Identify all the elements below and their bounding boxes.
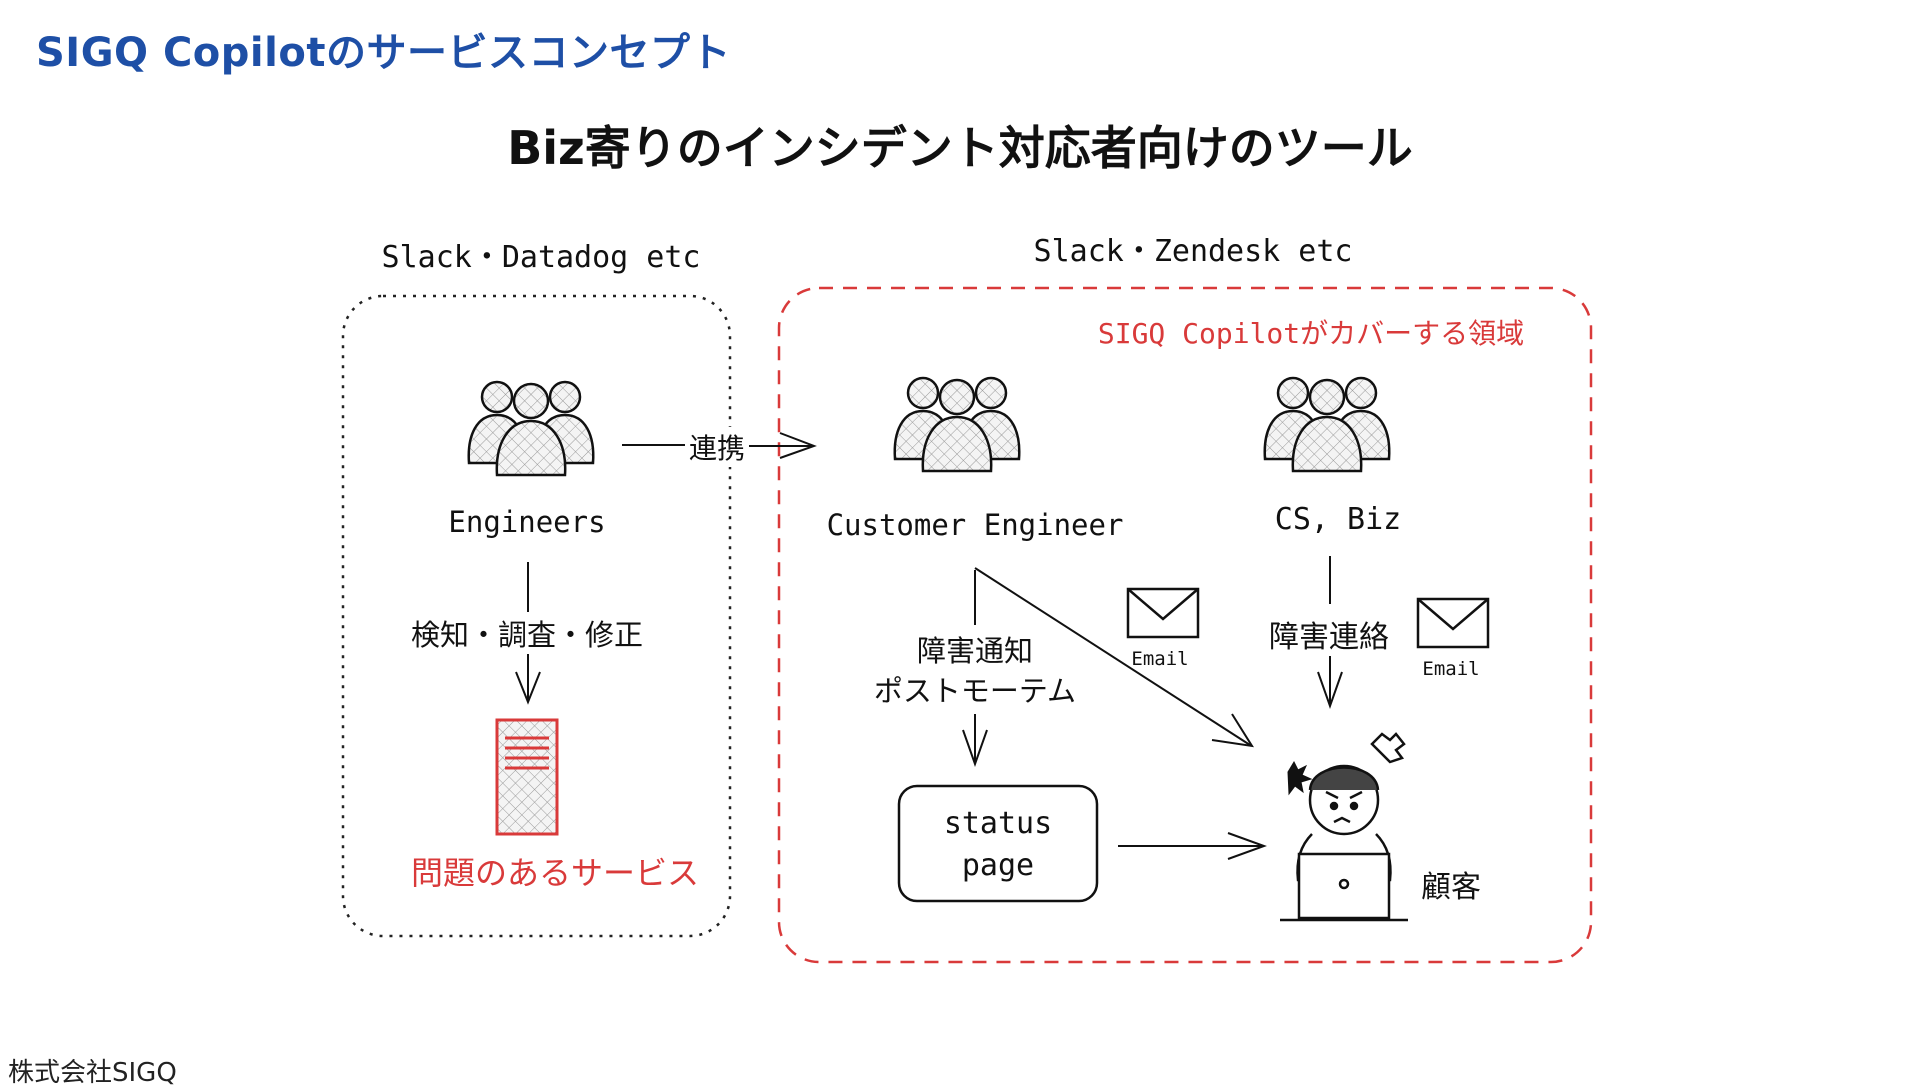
copilot-scope-box (777, 286, 1593, 964)
cs-biz-people-icon (1263, 376, 1391, 473)
customer-engineer-label: Customer Engineer (826, 508, 1124, 542)
left-tools-label: Slack・Datadog etc (381, 240, 701, 275)
engineers-label: Engineers (448, 505, 606, 539)
footer-company: 株式会社SIGQ (8, 1058, 177, 1088)
angry-customer-icon (1280, 732, 1408, 922)
link-label: 連携 (684, 427, 750, 467)
ce-down-arrow (962, 570, 988, 768)
cs-biz-label: CS, Biz (1274, 502, 1402, 537)
problem-service-icon (495, 718, 559, 836)
slide-subtitle: Biz寄りのインシデント対応者向けのツール (507, 121, 1413, 175)
email-label-1: Email (1131, 648, 1189, 670)
cs-down-arrow (1317, 556, 1343, 710)
ce-action-line2: ポストモーテム (869, 668, 1081, 710)
copilot-scope-label: SIGQ Copilotがカバーする領域 (1097, 317, 1525, 350)
ce-to-customer-arrow (974, 567, 1254, 748)
status-page-line2: page (961, 848, 1035, 883)
email-envelope-icon-1 (1126, 587, 1200, 639)
email-envelope-icon-2 (1416, 597, 1490, 649)
left-group-box (341, 294, 732, 938)
engineers-action-label: 検知・調査・修正 (404, 612, 650, 654)
customer-label: 顧客 (1421, 870, 1481, 905)
ce-action-line1: 障害通知 (912, 628, 1038, 670)
problem-service-label: 問題のあるサービス (410, 854, 700, 892)
status-page-box (897, 784, 1099, 903)
customer-engineer-people-icon (893, 376, 1021, 473)
status-to-customer-arrow (1118, 832, 1267, 860)
link-arrow (622, 432, 817, 459)
status-page-line1: status (943, 806, 1053, 841)
email-label-2: Email (1422, 658, 1480, 680)
cs-action-label: 障害連絡 (1265, 612, 1393, 656)
right-tools-label: Slack・Zendesk etc (1033, 234, 1353, 269)
slide-title: SIGQ Copilotのサービスコンセプト (36, 30, 731, 76)
engineers-people-icon (467, 380, 595, 477)
engineers-down-arrow (515, 562, 541, 705)
